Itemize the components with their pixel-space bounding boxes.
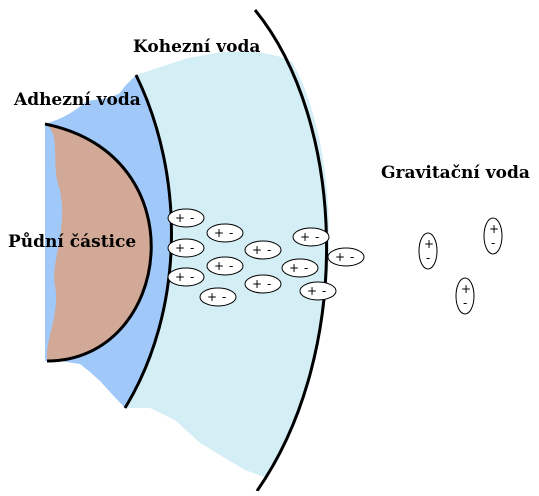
- charge-minus: -: [222, 290, 226, 304]
- molecule-outline: [167, 238, 205, 258]
- charge-plus: +: [207, 290, 217, 304]
- molecule-outline: [299, 281, 337, 301]
- water-molecule: +-: [281, 258, 319, 278]
- charge-minus: -: [350, 250, 354, 264]
- charge-plus: +: [289, 261, 299, 275]
- molecule-outline: [292, 227, 330, 247]
- charge-minus: -: [322, 284, 326, 298]
- molecule-outline: [418, 232, 438, 270]
- charge-minus: -: [491, 236, 495, 250]
- charge-plus: +: [252, 243, 262, 257]
- charge-minus: -: [229, 259, 233, 273]
- charge-plus: +: [175, 270, 185, 284]
- water-molecule: +-: [244, 274, 282, 294]
- charge-plus: +: [461, 282, 471, 296]
- charge-minus: -: [304, 261, 308, 275]
- molecule-outline: [244, 240, 282, 260]
- water-molecule: +-: [206, 223, 244, 243]
- water-molecule: +-: [483, 217, 503, 255]
- charge-plus: +: [307, 284, 317, 298]
- water-molecule: +-: [206, 256, 244, 276]
- charge-plus: +: [335, 250, 345, 264]
- water-molecules-bound: +-+-+-+-+-+-+-+-+-+-+-+-: [167, 208, 365, 307]
- molecule-outline: [281, 258, 319, 278]
- charge-plus: +: [489, 222, 499, 236]
- charge-plus: +: [175, 241, 185, 255]
- label-cohesive-water: Kohezní voda: [133, 37, 260, 57]
- charge-minus: -: [315, 230, 319, 244]
- molecule-outline: [483, 217, 503, 255]
- charge-minus: -: [426, 251, 430, 265]
- charge-plus: +: [424, 237, 434, 251]
- water-molecule: +-: [167, 238, 205, 258]
- charge-plus: +: [300, 230, 310, 244]
- molecule-outline: [167, 267, 205, 287]
- water-molecule: +-: [199, 287, 237, 307]
- charge-minus: -: [229, 226, 233, 240]
- water-molecule: +-: [292, 227, 330, 247]
- water-molecule: +-: [299, 281, 337, 301]
- charge-minus: -: [190, 270, 194, 284]
- charge-minus: -: [267, 277, 271, 291]
- water-molecule: +-: [167, 267, 205, 287]
- water-molecule: +-: [244, 240, 282, 260]
- molecule-outline: [244, 274, 282, 294]
- molecule-outline: [167, 208, 205, 228]
- water-molecules-free: +-+-+-: [418, 217, 503, 315]
- water-molecule: +-: [418, 232, 438, 270]
- water-molecule: +-: [455, 277, 475, 315]
- charge-minus: -: [190, 211, 194, 225]
- charge-plus: +: [214, 259, 224, 273]
- label-soil-particle: Půdní částice: [8, 231, 136, 252]
- water-molecule: +-: [327, 247, 365, 267]
- label-adhesive-water: Adhezní voda: [13, 90, 141, 110]
- charge-plus: +: [175, 211, 185, 225]
- soil-particle: [45, 124, 152, 361]
- charge-plus: +: [252, 277, 262, 291]
- charge-minus: -: [463, 296, 467, 310]
- water-molecule: +-: [167, 208, 205, 228]
- molecule-outline: [455, 277, 475, 315]
- charge-plus: +: [214, 226, 224, 240]
- particle-boundary: [44, 122, 153, 363]
- molecule-outline: [206, 256, 244, 276]
- charge-minus: -: [267, 243, 271, 257]
- molecule-outline: [206, 223, 244, 243]
- label-gravitational-water: Gravitační voda: [381, 163, 530, 183]
- molecule-outline: [199, 287, 237, 307]
- molecule-outline: [327, 247, 365, 267]
- charge-minus: -: [190, 241, 194, 255]
